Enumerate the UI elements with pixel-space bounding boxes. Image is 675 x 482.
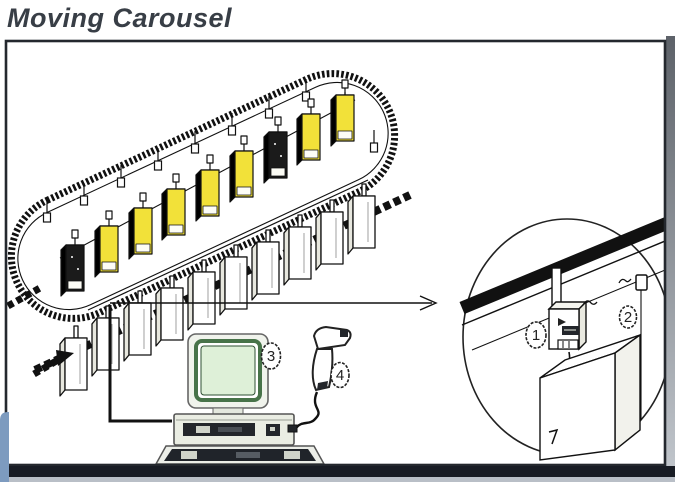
scanner-cable [295,391,320,429]
wire-squiggle-icon [618,278,632,284]
motion-arrow-icon [7,284,42,310]
detail-circle: 1 2 [459,217,665,461]
connector-line [108,305,172,423]
motion-arrow-icon [32,356,60,378]
crt-monitor [187,333,269,415]
corner-accent [0,412,9,482]
svg-text:4: 4 [336,367,344,384]
callout-4: 4 [330,361,350,389]
monitor-screen [200,345,256,396]
overhead-rail [459,217,665,315]
bottom-strip [5,477,675,482]
arrowhead-icon [419,295,438,311]
callout-3: 3 [260,342,282,370]
sensor-tag [618,274,648,420]
page-title: Moving Carousel [7,3,233,33]
wire-squiggle-icon [582,300,598,306]
svg-text:1: 1 [532,327,540,344]
callout-1: 1 [525,321,547,349]
svg-text:3: 3 [267,348,275,365]
pointer-arrow [110,295,438,311]
handheld-scanner [287,325,352,433]
box-label-mark [548,428,559,445]
computer [154,333,326,465]
computer-case [173,413,295,446]
arrowhead-icon [56,350,74,366]
frame-shadow [666,36,675,477]
keyboard [154,445,326,465]
hanger-clip [547,267,588,351]
hanging-box [539,333,641,461]
near-rail-line [87,179,369,311]
direction-arrows [7,284,74,378]
callout-2: 2 [618,305,638,329]
bottom-bar [5,466,675,477]
svg-text:2: 2 [624,309,632,326]
diagram-frame [4,39,667,467]
